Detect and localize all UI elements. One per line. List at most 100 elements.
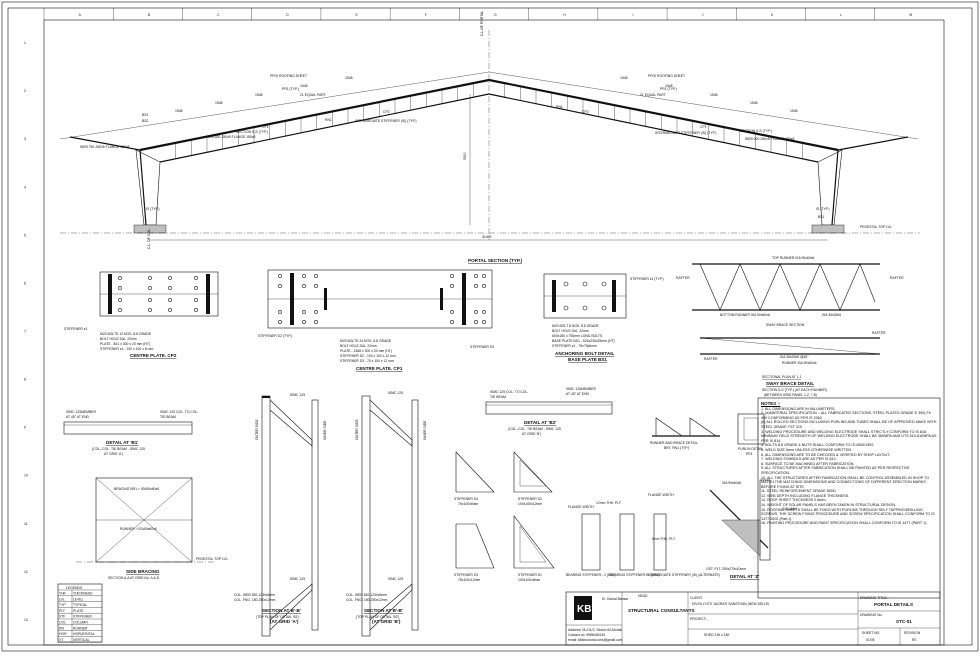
right-base-plate (811, 224, 845, 234)
svg-text:AT GRID 'B'): AT GRID 'B') (522, 432, 541, 436)
intermediate-stiffeners (175, 83, 803, 159)
legend-meaning: COLUMN (73, 621, 88, 625)
bolt (450, 320, 454, 324)
notes-list: 1. ALL DIMENSIONS ARE IN MILLIMETERS.2. … (761, 407, 937, 526)
svg-text:DETAIL AT 'B2': DETAIL AT 'B2' (524, 420, 556, 425)
bolt (118, 276, 122, 280)
svg-text:BS2: BS2 (142, 119, 149, 123)
detail-b2: ISMC 125 COL. TO COL. TIE BEAM ISMC 125M… (485, 387, 613, 436)
svg-text:COL. WEB 350-1230x5mm: COL. WEB 350-1230x5mm (346, 593, 387, 597)
bolt (474, 284, 478, 288)
bay-dimensions-right: 1548 1548 1548 1548 1548 (620, 76, 798, 113)
note-item: 1. ALL DIMENSIONS ARE IN MILLIMETERS. (761, 406, 836, 411)
svg-text:DIVYA JYOTI JAGRATI SANSTHAN (: DIVYA JYOTI JAGRATI SANSTHAN (NEW DELHI) (692, 602, 769, 606)
svg-text:STIFFENER s1: STIFFENER s1 (64, 327, 87, 331)
grid-letter: L (840, 13, 842, 17)
svg-text:STIFFENER S1: STIFFENER S1 (518, 573, 542, 577)
notes-panel (757, 397, 941, 599)
svg-text:1548: 1548 (710, 93, 718, 97)
svg-text:1548: 1548 (620, 76, 628, 80)
pedestal-label: PEDESTAL TOP LVL. (860, 225, 893, 229)
grid-number: 5 (24, 233, 26, 237)
notes-text: NOTES :- 1. ALL DIMENSIONS ARE IN MILLIM… (761, 402, 937, 596)
bolt (450, 274, 454, 278)
detail-centre-plate-cp1: STIFFENER S2 (TYP.) M20 BOLTS 24 NOS. 8.… (258, 258, 523, 371)
sway-title: SWAY BRACE DETAIL (766, 381, 814, 386)
svg-text:1548: 1548 (790, 109, 798, 113)
svg-text:BEARING STIFFENER - 1 (BS1): BEARING STIFFENER - 1 (BS1) (610, 573, 660, 577)
bolt (168, 286, 172, 290)
bolt (194, 298, 198, 302)
svg-text:SECTION S-S (TYP.): SECTION S-S (TYP.) (740, 129, 772, 133)
svg-text:SECTION S-S (TYP.) (AT EACH RU: SECTION S-S (TYP.) (AT EACH RUNNER) (762, 388, 827, 392)
svg-text:RAFTER: RAFTER (872, 331, 886, 335)
notes-title: NOTES :- (761, 402, 781, 406)
grid-letter: J (702, 13, 704, 17)
svg-text:BS1: BS1 (818, 215, 825, 219)
bolt (302, 284, 306, 288)
svg-text:WEB 500-250x5 FLANGE 180x8: WEB 500-250x5 FLANGE 180x8 (745, 137, 794, 141)
grid-number: 2 (24, 89, 26, 93)
grid-number: 6 (24, 281, 26, 285)
right-annotations: PPGI ROOFING SHEET PR1 (TYP.) 21 EQUAL P… (556, 74, 830, 219)
svg-text:BASE PLATE BS1 - 524x230x25mm: BASE PLATE BS1 - 524x230x25mm (HT) (552, 339, 615, 343)
bolt (148, 276, 152, 280)
bolt (194, 286, 198, 290)
svg-text:INTERMEDIATE STIFFENER (IS) (A: INTERMEDIATE STIFFENER (IS) (ALTERNATE) (646, 573, 720, 577)
detail-anchoring-bolt: STIFFENER s1 (TYP.) M20 BOLT 8 NOS. 8.8 … (543, 273, 664, 362)
svg-text:AT 45° AT END: AT 45° AT END (566, 392, 590, 396)
svg-text:STIFFENER s1 (TYP.): STIFFENER s1 (TYP.) (630, 277, 664, 281)
legend-abbr: THK (59, 592, 67, 596)
note-item: 3. WELDING PROCEDURE AND WELDING ELECTRO… (761, 429, 937, 443)
detail-section-bb-b: ISMC 125 ISMC 125 COL. WEB 350-1230x5mm … (346, 391, 427, 637)
svg-text:HEAD: HEAD (638, 594, 648, 598)
svg-text:8mm THK. PLT.: 8mm THK. PLT. (652, 537, 676, 541)
note-item: 6. ALL DIMENSIONS ARE TO BE CHECKED & VE… (761, 452, 891, 457)
svg-text:OUTER SIDE: OUTER SIDE (355, 419, 359, 440)
svg-text:SIDE BRACING: SIDE BRACING (126, 569, 160, 574)
bolt (450, 284, 454, 288)
portal-elevation: C.L.OF PORTAL PEDESTAL TOP LVL. 31400 59… (59, 11, 920, 249)
anchor-subtitle: BASE PLATE BS1 (568, 357, 607, 362)
svg-text:STIFFENER s1 - 100 x 100 x 8 m: STIFFENER s1 - 100 x 100 x 8 mm (100, 347, 153, 351)
bolt (278, 274, 282, 278)
legend-abbr: LVL (59, 597, 65, 601)
svg-text:STIFFENER S3 - 75 x 100 x 12 m: STIFFENER S3 - 75 x 100 x 12 mm (340, 359, 394, 363)
svg-text:INTERMEDIATE STIFFENER (IS) (T: INTERMEDIATE STIFFENER (IS) (TYP.) (355, 119, 416, 123)
drawing-title: PORTAL DETAILS (874, 602, 913, 607)
svg-text:BOTTOM RUNNER ISA 90x60x6: BOTTOM RUNNER ISA 90x60x6 (720, 313, 770, 317)
note-item: 11. STEEL REINFORCEMENT GRADE 500D. (761, 489, 837, 494)
grid-number: 12 (24, 570, 28, 574)
svg-text:RUNNER AND BRACE DETAIL: RUNNER AND BRACE DETAIL (650, 441, 698, 445)
svg-text:RUNNER ISA 90x60x6: RUNNER ISA 90x60x6 (782, 361, 817, 365)
span-dimension: 31400 (482, 235, 492, 239)
bolt (278, 284, 282, 288)
svg-text:CLIENT:: CLIENT: (690, 596, 703, 600)
legend-meaning: HORIZONTAL (73, 632, 95, 636)
anchor-title: ANCHORING BOLT DETAIL (555, 351, 614, 356)
svg-text:PLATE - 1468 x 300 x 20 mm (HT: PLATE - 1468 x 300 x 20 mm (HT) (340, 349, 392, 353)
svg-text:PPGI ROOFING SHEET: PPGI ROOFING SHEET (648, 74, 685, 78)
legend-meaning: LEVEL (73, 597, 84, 601)
svg-text:SECTION AT B'-B': SECTION AT B'-B' (262, 608, 301, 613)
svg-text:CP2: CP2 (582, 110, 589, 114)
grid-number: 11 (24, 522, 28, 526)
left-overhang (69, 136, 141, 151)
svg-text:INNER SIDE: INNER SIDE (323, 420, 327, 440)
grid-number: 1 (24, 41, 26, 45)
svg-text:COLUMN: COLUMN (782, 507, 797, 511)
legend-meaning: TYPICAL (73, 603, 87, 607)
svg-text:CP2: CP2 (383, 110, 390, 114)
bolt (474, 310, 478, 314)
svg-text:1548: 1548 (750, 101, 758, 105)
grid-number: 10 (24, 474, 28, 478)
bolt (148, 286, 152, 290)
bay-dimensions-left: 1548 1548 1548 1548 1548 (175, 76, 353, 113)
svg-text:PR1 (TYP.): PR1 (TYP.) (282, 87, 299, 91)
svg-text:PROJECT:-: PROJECT:- (690, 617, 708, 621)
svg-text:12mm THK. PLT.: 12mm THK. PLT. (596, 501, 622, 505)
svg-text:STC-01: STC-01 (896, 619, 912, 624)
rise-dimension: 5900 (463, 152, 467, 160)
detail-z: ISA 90x60x6 COLUMN GST. PLT. 250x275x10m… (706, 479, 797, 579)
